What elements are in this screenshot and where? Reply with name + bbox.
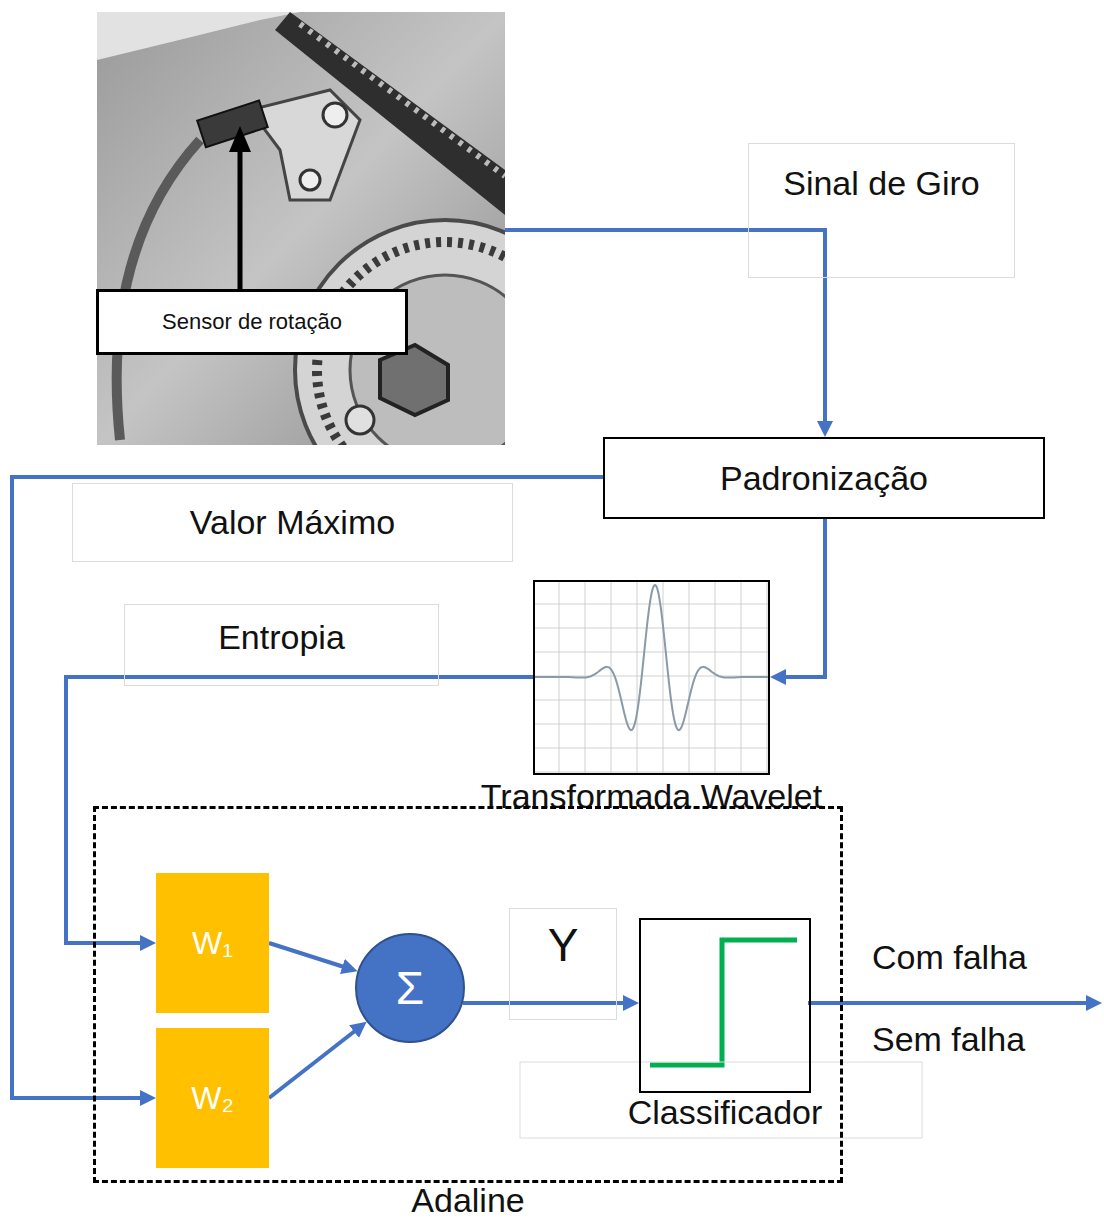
grid-line xyxy=(533,628,770,629)
edge-label-text: Valor Máximo xyxy=(190,503,395,541)
grid-line xyxy=(533,700,770,701)
plot-ground xyxy=(533,580,770,775)
bolt xyxy=(346,406,374,434)
photo-frame: Sensor de rotação xyxy=(97,12,505,445)
sensor-bracket xyxy=(250,90,360,200)
process-box: Padronização xyxy=(603,437,1045,519)
node-text: Adaline xyxy=(411,1182,524,1219)
grid-line xyxy=(611,580,612,775)
edge-label-text: Y xyxy=(548,919,579,971)
hex-bolt xyxy=(380,345,448,415)
classifier-box: Classificador xyxy=(639,918,811,1093)
output-label: Com falha xyxy=(872,938,1027,977)
node-text: Transformada Wavelet xyxy=(481,777,822,816)
connector-arrow xyxy=(66,677,533,943)
node-text: Σ xyxy=(396,965,424,1011)
callout-arrow xyxy=(238,150,243,289)
wavelet-figure xyxy=(533,580,770,775)
node-text: Classificador xyxy=(628,1093,823,1132)
connector-arrow xyxy=(776,519,825,677)
bracket-bolt xyxy=(300,170,320,190)
grid-line xyxy=(533,652,770,653)
node-text: Sensor de rotação xyxy=(96,289,408,355)
connector-arrow xyxy=(269,943,352,970)
edge-label: Entropia xyxy=(124,604,439,686)
caption-frame xyxy=(520,1062,922,1138)
engine-photo xyxy=(97,12,505,445)
engine-cover xyxy=(97,12,300,60)
plot-grid xyxy=(533,580,770,775)
grid-line xyxy=(533,604,770,605)
edge-label: Valor Máximo xyxy=(72,483,513,562)
edge-label: Y xyxy=(509,908,617,1020)
grid-line xyxy=(663,580,664,775)
step-function xyxy=(650,940,797,1065)
grid-line xyxy=(533,772,770,773)
weight-box: W₁ xyxy=(156,873,269,1013)
output-line xyxy=(808,1001,1090,1005)
grid-line xyxy=(533,748,770,749)
callout-arrowhead xyxy=(229,126,251,152)
edge-label-text: Entropia xyxy=(218,618,345,656)
wavelet-curve xyxy=(535,585,768,730)
edge-label-text: Sinal de Giro xyxy=(783,164,980,202)
output-arrowhead xyxy=(1086,995,1102,1011)
group-box: AdalineW₁W₂ΣClassificador xyxy=(93,806,843,1183)
grid-line xyxy=(533,724,770,725)
output-arrow xyxy=(808,995,1102,1011)
output-label: Sem falha xyxy=(872,1020,1025,1059)
node-text: W₁ xyxy=(192,925,233,962)
connector-arrow xyxy=(463,1001,633,1005)
grid-line xyxy=(637,580,638,775)
node-text: Padronização xyxy=(720,459,928,498)
connector-arrow xyxy=(269,1026,362,1099)
edge-label: Sinal de Giro xyxy=(748,143,1015,278)
bracket-bolt xyxy=(323,103,347,127)
wavelet-box: Transformada Wavelet xyxy=(533,580,770,775)
grid-line xyxy=(689,580,690,775)
classifier-figure xyxy=(650,940,797,1065)
sum-circle: Σ xyxy=(355,933,465,1043)
grid-line xyxy=(715,580,716,775)
connector-arrow xyxy=(505,230,825,431)
rotation-sensor xyxy=(197,100,267,147)
weight-box: W₂ xyxy=(156,1028,269,1168)
node-text: W₂ xyxy=(191,1080,234,1117)
